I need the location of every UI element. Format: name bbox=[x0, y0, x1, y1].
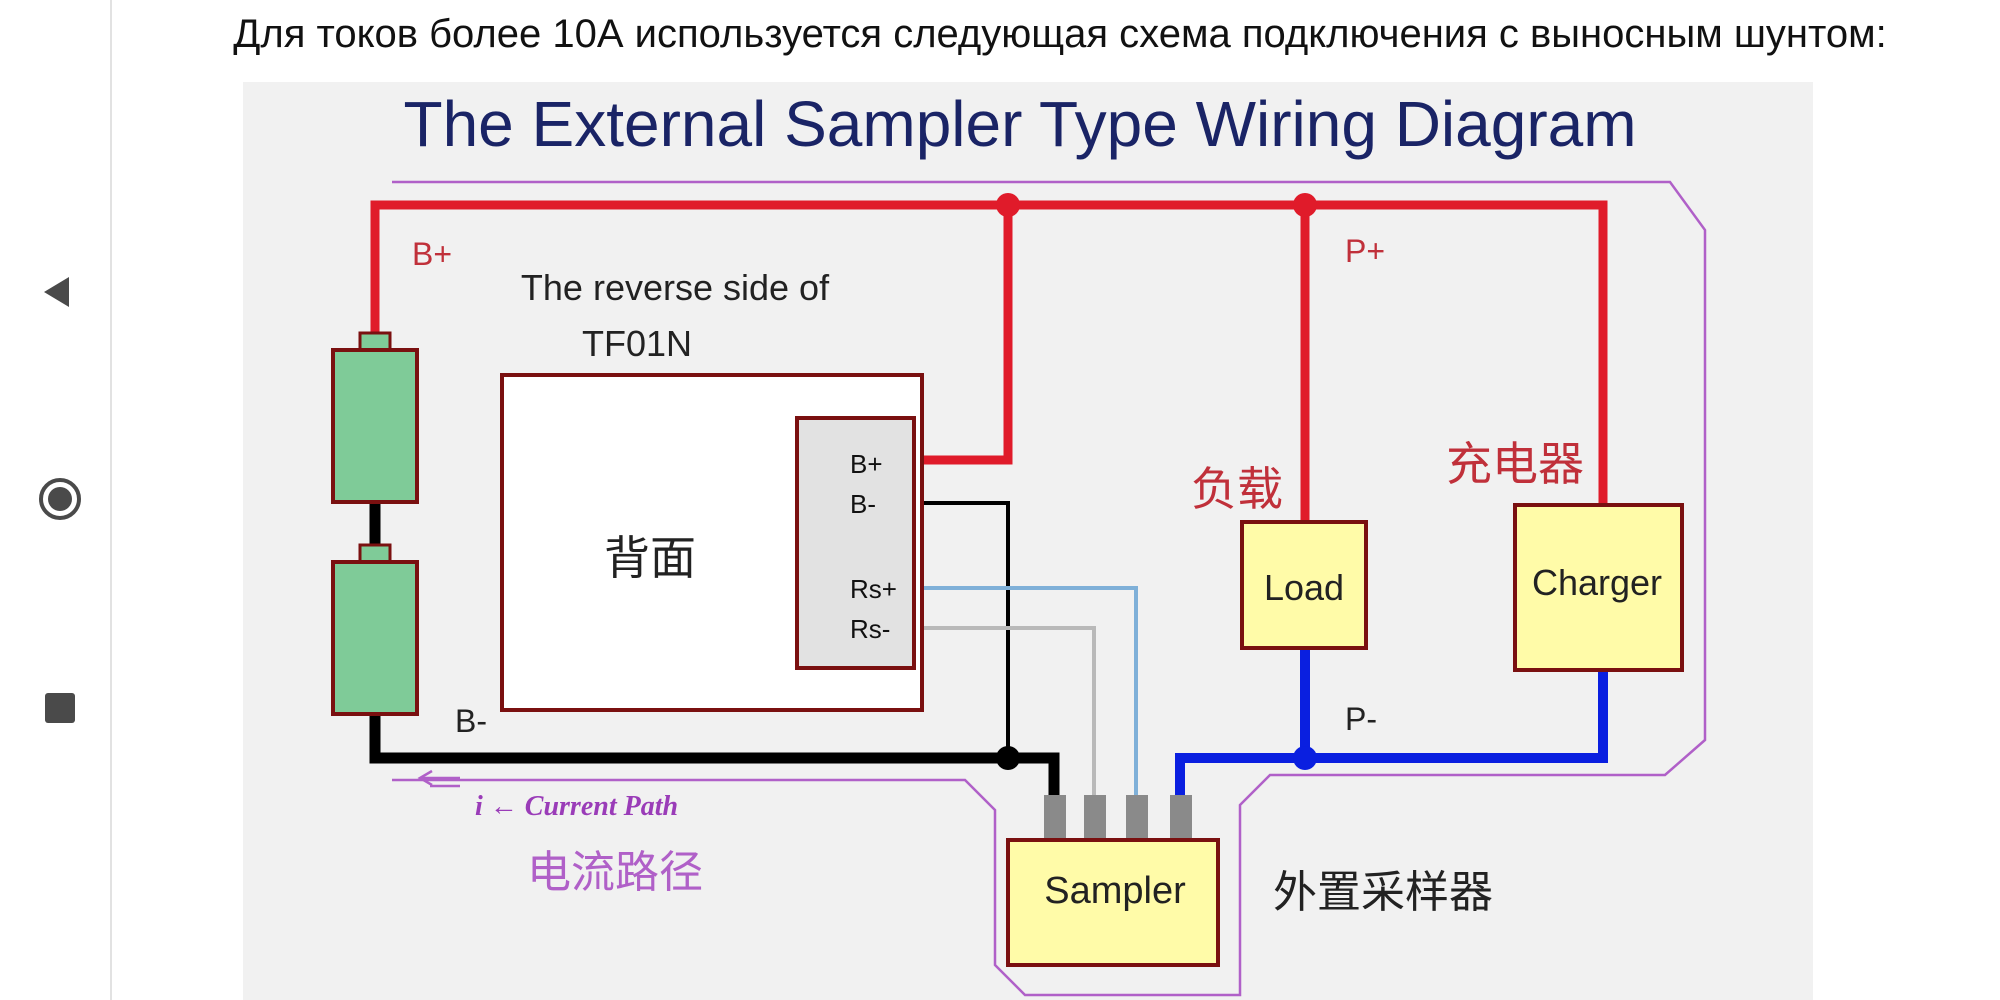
pin-label: B- bbox=[850, 489, 876, 519]
sampler-label: Sampler bbox=[1044, 870, 1186, 912]
rs-plus-wire bbox=[922, 586, 1138, 800]
current-path-label: i ← Current Path bbox=[475, 791, 678, 822]
recents-button[interactable] bbox=[20, 672, 90, 742]
home-button[interactable] bbox=[20, 463, 90, 533]
load-label: Load bbox=[1264, 567, 1344, 608]
load-box bbox=[1240, 520, 1368, 650]
model-label: TF01N bbox=[582, 323, 692, 364]
rs-minus-wire bbox=[922, 626, 1096, 800]
pack-outline bbox=[392, 180, 1707, 997]
diagram-title: The External Sampler Type Wiring Diagram bbox=[403, 88, 1636, 160]
p-minus-label: P- bbox=[1345, 701, 1377, 737]
junction-dot bbox=[1293, 193, 1317, 217]
b-plus-label: B+ bbox=[412, 236, 452, 272]
current-path-arrow-icon bbox=[417, 769, 460, 788]
junction-dot bbox=[1293, 746, 1317, 770]
charger-cn-label: 充电器 bbox=[1446, 438, 1584, 490]
charger-box bbox=[1513, 503, 1684, 672]
page-caption: Для токов более 10А используется следующ… bbox=[233, 12, 1887, 56]
pin-label: B+ bbox=[850, 449, 883, 479]
pin-header bbox=[795, 416, 916, 670]
load-cn-label: 负载 bbox=[1191, 463, 1283, 515]
wiring-diagram: The External Sampler Type Wiring Diagram bbox=[331, 88, 1707, 997]
sampler-cn-label: 外置采样器 bbox=[1273, 868, 1493, 917]
junction-dot bbox=[996, 193, 1020, 217]
sampler-box bbox=[1006, 838, 1220, 967]
battery-cell bbox=[331, 543, 419, 716]
current-path-cn-label: 电流路径 bbox=[527, 848, 703, 897]
junction-dot bbox=[996, 746, 1020, 770]
wiring-diagram-image: The External Sampler Type Wiring Diagram bbox=[243, 82, 1813, 1000]
navigation-bar bbox=[0, 0, 112, 1000]
recents-square-icon bbox=[45, 693, 75, 723]
home-circle-icon bbox=[39, 478, 81, 520]
p-plus-label: P+ bbox=[1345, 233, 1385, 269]
pin-label: Rs+ bbox=[850, 574, 897, 604]
board-label: 背面 bbox=[604, 532, 696, 584]
back-button[interactable] bbox=[20, 257, 90, 327]
reverse-side-label: The reverse side of bbox=[521, 267, 830, 308]
positive-wiring bbox=[370, 200, 1608, 522]
p-minus-wiring bbox=[1175, 648, 1608, 800]
b-minus-label: B- bbox=[455, 703, 487, 739]
battery-cell bbox=[331, 331, 419, 504]
charger-label: Charger bbox=[1532, 562, 1662, 603]
pin-label: Rs- bbox=[850, 614, 890, 644]
back-triangle-icon bbox=[44, 277, 69, 307]
sampler-pins bbox=[1044, 795, 1192, 841]
